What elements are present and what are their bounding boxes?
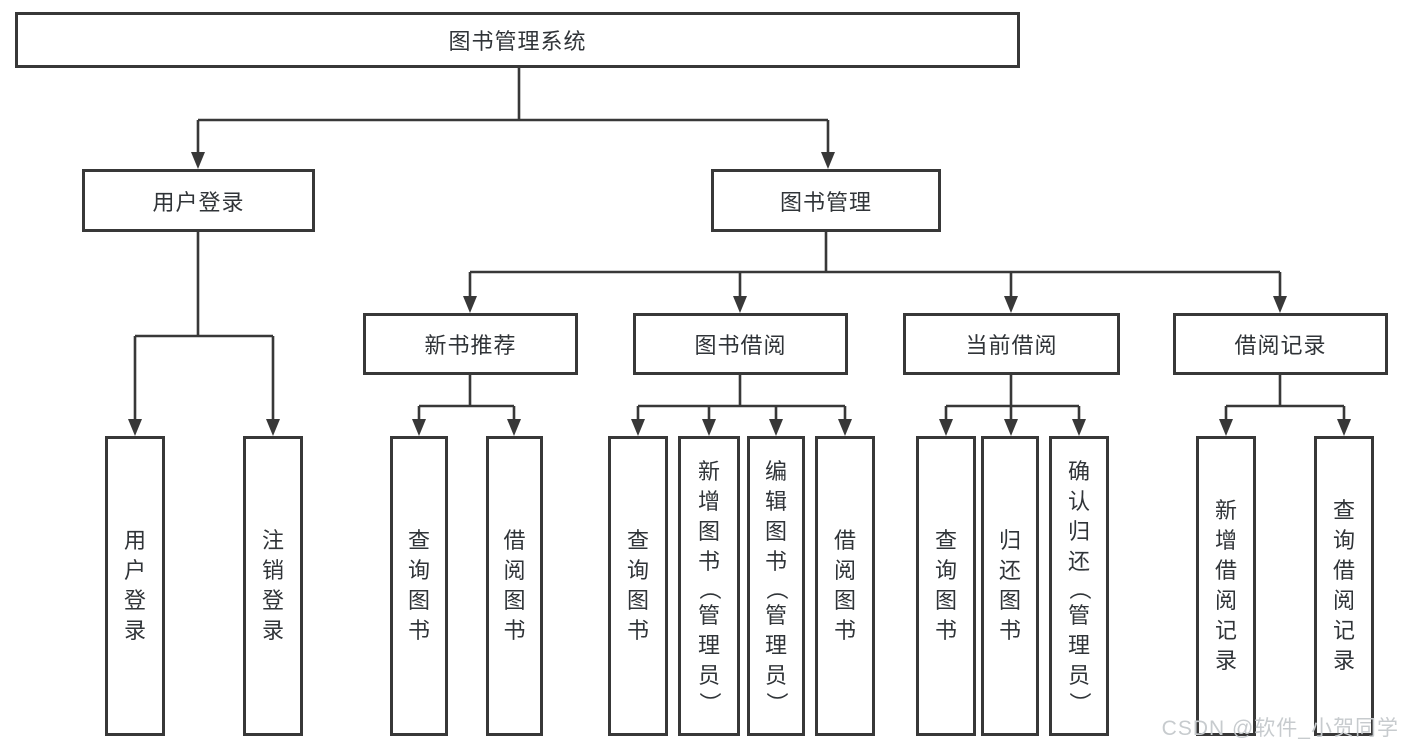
vertical-char: 图 <box>407 588 430 613</box>
vertical-char: 图 <box>998 588 1021 613</box>
node-new-book-recommendation: 新书推荐 <box>363 313 578 375</box>
vertical-char: 查 <box>407 528 430 553</box>
vertical-char: 户 <box>123 558 146 583</box>
vertical-char: 书 <box>503 618 526 643</box>
vertical-char: 阅 <box>1332 588 1355 613</box>
vertical-char: 查 <box>1332 498 1355 523</box>
vertical-char: ） <box>1066 691 1092 715</box>
vertical-char: 询 <box>1332 528 1355 553</box>
leaf-query-borrowing-record: 查询借阅记录 <box>1314 436 1374 736</box>
vertical-char: 增 <box>697 489 720 514</box>
vertical-char: 归 <box>1067 519 1090 544</box>
vertical-char: 阅 <box>833 558 856 583</box>
vertical-char: 登 <box>123 588 146 613</box>
vertical-char: 询 <box>626 558 649 583</box>
vertical-char: 新 <box>697 459 720 484</box>
leaf-add-borrowing-record: 新增借阅记录 <box>1196 436 1256 736</box>
leaf-recommend-borrow-books: 借阅图书 <box>486 436 543 736</box>
node-user-login: 用户登录 <box>82 169 315 232</box>
vertical-char: 图 <box>626 588 649 613</box>
leaf-edit-books-admin: 编辑图书 （管理员 ） <box>747 436 805 736</box>
vertical-char: 销 <box>261 558 284 583</box>
csdn-watermark: CSDN @软件_小贺同学 <box>1161 717 1399 740</box>
vertical-char: 理 <box>764 633 787 658</box>
leaf-current-query-books: 查询图书 <box>916 436 976 736</box>
vertical-char: 员 <box>1067 663 1090 688</box>
vertical-char: 新 <box>1214 498 1237 523</box>
vertical-char: 员 <box>697 663 720 688</box>
leaf-recommend-query-books: 查询图书 <box>390 436 448 736</box>
vertical-char: 记 <box>1332 618 1355 643</box>
vertical-char: 查 <box>934 528 957 553</box>
vertical-char: 借 <box>1332 558 1355 583</box>
vertical-char: 图 <box>503 588 526 613</box>
vertical-char: （ <box>1066 577 1092 601</box>
vertical-char: 记 <box>1214 618 1237 643</box>
vertical-char: 借 <box>1214 558 1237 583</box>
vertical-char: 图 <box>833 588 856 613</box>
vertical-char: 书 <box>833 618 856 643</box>
vertical-char: 录 <box>1214 648 1237 673</box>
vertical-char: 登 <box>261 588 284 613</box>
vertical-char: 查 <box>626 528 649 553</box>
vertical-char: 录 <box>261 618 284 643</box>
vertical-char: 确 <box>1067 459 1090 484</box>
node-current-borrowing: 当前借阅 <box>903 313 1120 375</box>
vertical-char: 书 <box>934 618 957 643</box>
vertical-char: 阅 <box>1214 588 1237 613</box>
node-borrowing-records: 借阅记录 <box>1173 313 1388 375</box>
vertical-char: 录 <box>123 618 146 643</box>
node-book-management: 图书管理 <box>711 169 941 232</box>
leaf-borrowing-query-books: 查询图书 <box>608 436 668 736</box>
vertical-char: 管 <box>1067 603 1090 628</box>
vertical-char: 阅 <box>503 558 526 583</box>
leaf-add-books-admin: 新增图书 （管理员 ） <box>678 436 740 736</box>
vertical-char: 用 <box>123 528 146 553</box>
vertical-char: （ <box>763 577 789 601</box>
vertical-char: 增 <box>1214 528 1237 553</box>
leaf-borrow-books: 借阅图书 <box>815 436 875 736</box>
vertical-char: 图 <box>697 519 720 544</box>
vertical-char: 还 <box>998 558 1021 583</box>
vertical-char: 认 <box>1067 489 1090 514</box>
vertical-char: 借 <box>833 528 856 553</box>
vertical-char: 辑 <box>764 489 787 514</box>
vertical-char: 管 <box>764 603 787 628</box>
vertical-char: 还 <box>1067 549 1090 574</box>
node-book-borrowing: 图书借阅 <box>633 313 848 375</box>
vertical-char: ） <box>696 691 722 715</box>
vertical-char: 书 <box>407 618 430 643</box>
vertical-char: 管 <box>697 603 720 628</box>
vertical-char: 注 <box>261 528 284 553</box>
vertical-char: 理 <box>697 633 720 658</box>
vertical-char: 员 <box>764 663 787 688</box>
vertical-char: 书 <box>764 549 787 574</box>
vertical-char: 编 <box>764 459 787 484</box>
node-library-management-system: 图书管理系统 <box>15 12 1020 68</box>
vertical-char: 书 <box>626 618 649 643</box>
vertical-char: 录 <box>1332 648 1355 673</box>
leaf-logout: 注销登录 <box>243 436 303 736</box>
leaf-confirm-return-admin: 确认归还 （管理员 ） <box>1049 436 1109 736</box>
vertical-char: 书 <box>998 618 1021 643</box>
vertical-char: 理 <box>1067 633 1090 658</box>
vertical-char: 询 <box>407 558 430 583</box>
vertical-char: 图 <box>764 519 787 544</box>
vertical-char: 询 <box>934 558 957 583</box>
leaf-return-books: 归还图书 <box>981 436 1039 736</box>
vertical-char: 书 <box>697 549 720 574</box>
vertical-char: 图 <box>934 588 957 613</box>
leaf-user-login: 用户登录 <box>105 436 165 736</box>
vertical-char: 归 <box>998 528 1021 553</box>
vertical-char: （ <box>696 577 722 601</box>
vertical-char: 借 <box>503 528 526 553</box>
vertical-char: ） <box>763 691 789 715</box>
